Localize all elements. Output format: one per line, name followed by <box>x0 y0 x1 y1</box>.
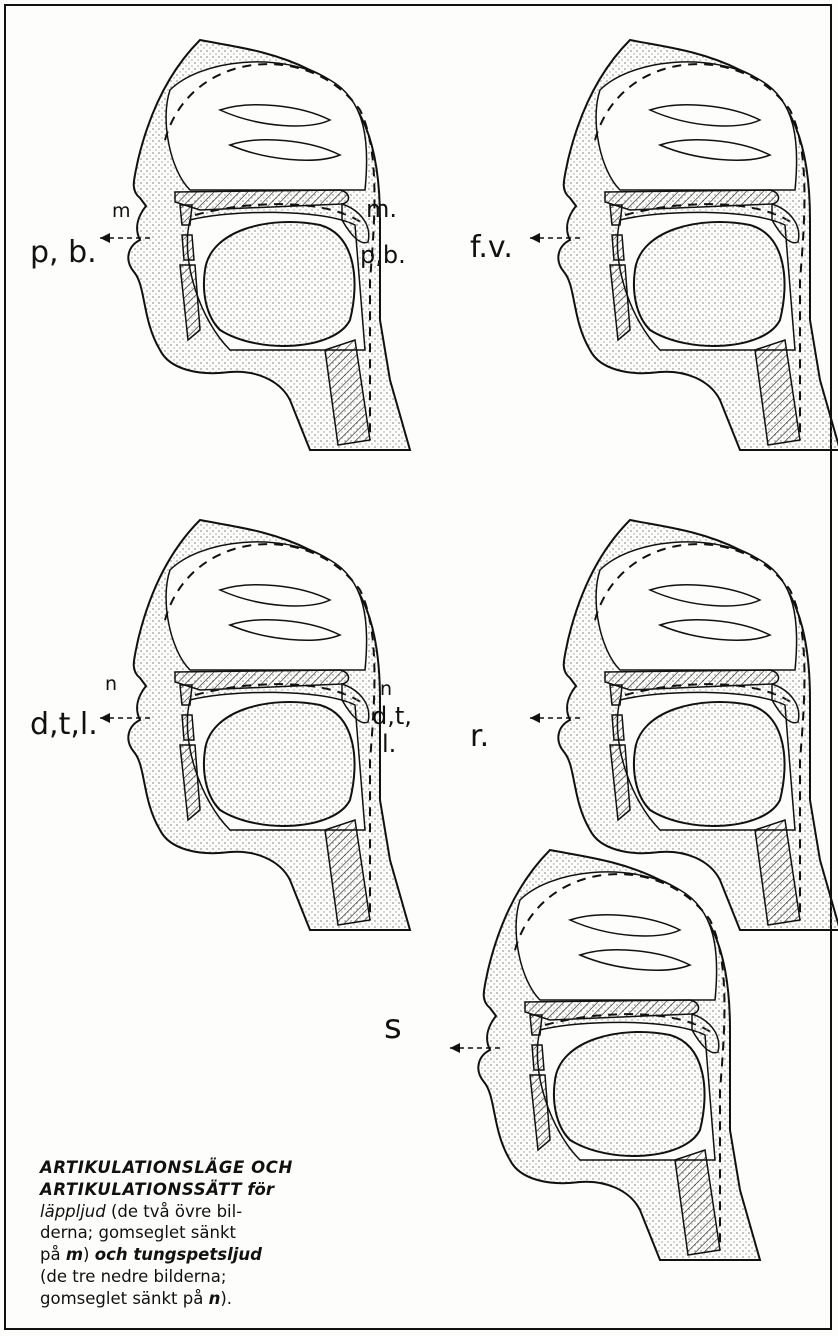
tongue <box>204 222 355 346</box>
caption-line-3b: (de två övre bil- <box>106 1202 242 1221</box>
upper-teeth <box>530 1015 542 1035</box>
upper-teeth <box>610 685 622 705</box>
nasal-cavity <box>596 542 797 670</box>
nasal-cavity <box>166 542 367 670</box>
nasal-cavity <box>596 62 797 190</box>
lower-teeth <box>612 235 624 260</box>
figure-caption: ARTIKULATIONSLÄGE OCH ARTIKULATIONSSÄTT … <box>40 1157 370 1310</box>
tongue <box>554 1032 705 1156</box>
upper-teeth <box>610 205 622 225</box>
label-m-velum: m. <box>366 197 397 221</box>
label-n-velum: n <box>380 680 392 699</box>
panel-sibilant: s <box>370 830 770 1325</box>
label-r: r. <box>470 722 489 752</box>
caption-line-5c: ) <box>83 1245 95 1264</box>
label-p-b-velum: p,b. <box>360 243 406 267</box>
caption-line-6: (de tre nedre bilderna; <box>40 1267 226 1286</box>
label-s: s <box>384 1010 402 1044</box>
panel-labial-stops: m p, b. m. p,b. <box>30 20 430 500</box>
arrow-head <box>530 233 540 243</box>
nasal-cavity <box>516 872 717 1000</box>
upper-teeth <box>180 685 192 705</box>
arrow-head <box>100 233 110 243</box>
caption-line-7b: n <box>209 1289 221 1308</box>
arrow-head <box>450 1043 460 1053</box>
label-f-v: f.v. <box>470 233 513 263</box>
lower-teeth <box>532 1045 544 1070</box>
caption-line-5a: på <box>40 1245 66 1264</box>
label-l-velum: l. <box>382 732 396 756</box>
label-d-t-velum: d,t, <box>372 704 412 728</box>
label-m-lips: m <box>112 202 131 221</box>
upper-teeth <box>180 205 192 225</box>
label-p-b-lips: p, b. <box>30 238 97 268</box>
caption-line-7a: gomseglet sänkt på <box>40 1289 209 1308</box>
caption-line-4: derna; gomseglet sänkt <box>40 1223 236 1242</box>
tongue <box>634 702 785 826</box>
lower-teeth <box>612 715 624 740</box>
nasal-cavity <box>166 62 367 190</box>
arrow-head <box>530 713 540 723</box>
label-d-t-l: d,t,l. <box>30 710 98 740</box>
tongue <box>204 702 355 826</box>
caption-line-2b: för <box>247 1180 274 1199</box>
caption-line-5b: m <box>66 1245 83 1264</box>
caption-line-5d: och tungspetsljud <box>95 1245 262 1264</box>
lower-teeth <box>182 235 194 260</box>
caption-line-2a: ARTIKULATIONSSÄTT <box>40 1180 242 1199</box>
arrow-head <box>100 713 110 723</box>
lower-teeth <box>182 715 194 740</box>
caption-line-1: ARTIKULATIONSLÄGE OCH <box>40 1158 293 1177</box>
caption-line-3a: läppljud <box>40 1202 106 1221</box>
head-profile-illustration <box>370 830 770 1325</box>
label-n-lips: n <box>105 675 117 694</box>
tongue <box>634 222 785 346</box>
panel-labiodental: f.v. <box>470 20 830 500</box>
head-profile-illustration <box>470 20 830 500</box>
caption-line-7c: ). <box>220 1289 232 1308</box>
